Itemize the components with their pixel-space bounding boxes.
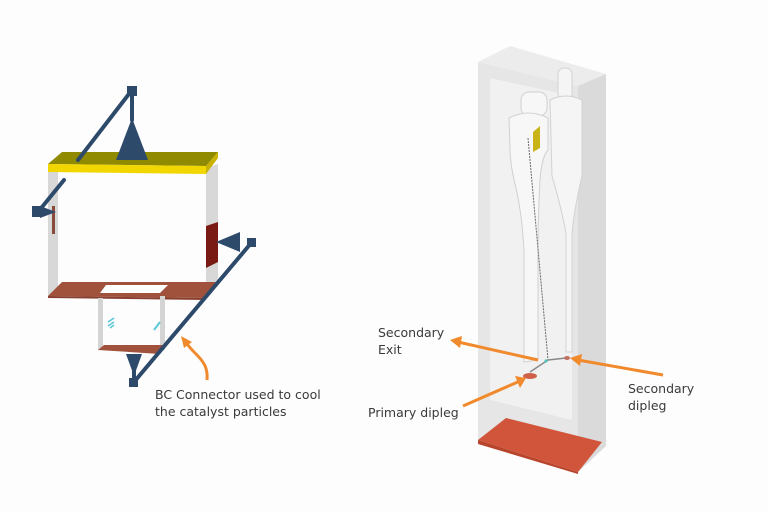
bed-surface bbox=[478, 418, 602, 472]
right-wall-outlet-patch bbox=[206, 222, 218, 268]
secondary-exit-marker bbox=[544, 359, 548, 363]
primary-dipleg-label: Primary dipleg bbox=[368, 405, 459, 420]
bottom-plate-opening bbox=[100, 285, 168, 293]
box-top-edge bbox=[48, 164, 206, 174]
top-inlet-cone bbox=[116, 118, 148, 160]
secondary-dipleg-link bbox=[547, 357, 567, 361]
column-top-face bbox=[478, 46, 606, 86]
primary-dipleg-arrow bbox=[462, 379, 521, 408]
left-connector-node bbox=[32, 206, 42, 217]
annotation-arrowhead bbox=[181, 336, 192, 348]
right-figure bbox=[450, 46, 664, 474]
left-wall-inlet-patch bbox=[52, 206, 55, 234]
cyan-marker-left bbox=[107, 317, 115, 329]
lower-box-bottom-plate bbox=[98, 345, 166, 354]
lower-box-right-wall bbox=[160, 296, 165, 350]
cyan-marker-right bbox=[153, 321, 161, 331]
primary-dipleg-arrowhead bbox=[515, 376, 526, 388]
right-connector-node bbox=[247, 238, 256, 247]
secondary-dipleg-label: Secondary dipleg bbox=[628, 381, 695, 413]
box-bottom-edge bbox=[48, 296, 206, 300]
column-side-face bbox=[578, 74, 606, 472]
secondary-dipleg-arrow bbox=[577, 358, 664, 377]
dipleg-connector-line bbox=[527, 137, 549, 361]
bc-connector-annotation-arrow bbox=[184, 341, 209, 381]
cyclone-inlet-patch bbox=[533, 126, 540, 152]
primary-dipleg-outlet bbox=[523, 373, 537, 379]
left-figure bbox=[32, 86, 256, 387]
left-connector-line bbox=[36, 178, 66, 214]
top-connector-node bbox=[127, 86, 137, 96]
lower-box-left-wall bbox=[98, 298, 103, 350]
secondary-exit-label: Secondary Exit bbox=[378, 325, 445, 357]
right-outlet-cone bbox=[216, 232, 240, 252]
secondary-dipleg-outlet bbox=[564, 356, 570, 360]
top-connector-line bbox=[76, 88, 134, 162]
bc-connector-line bbox=[132, 240, 254, 384]
secondary-dipleg-arrowhead bbox=[570, 354, 582, 366]
bc-connector-label: BC Connector used to cool the catalyst p… bbox=[155, 387, 321, 419]
secondary-exit-arrow bbox=[457, 340, 539, 362]
secondary-exit-arrowhead bbox=[450, 336, 462, 348]
bottom-connector-node bbox=[129, 378, 138, 387]
primary-cyclone bbox=[508, 91, 549, 363]
bottom-outlet-cone bbox=[126, 354, 142, 376]
box-top-side bbox=[206, 152, 218, 174]
bed-edge bbox=[478, 440, 578, 474]
left-inlet-cone bbox=[40, 206, 56, 218]
secondary-cyclone bbox=[549, 67, 583, 353]
